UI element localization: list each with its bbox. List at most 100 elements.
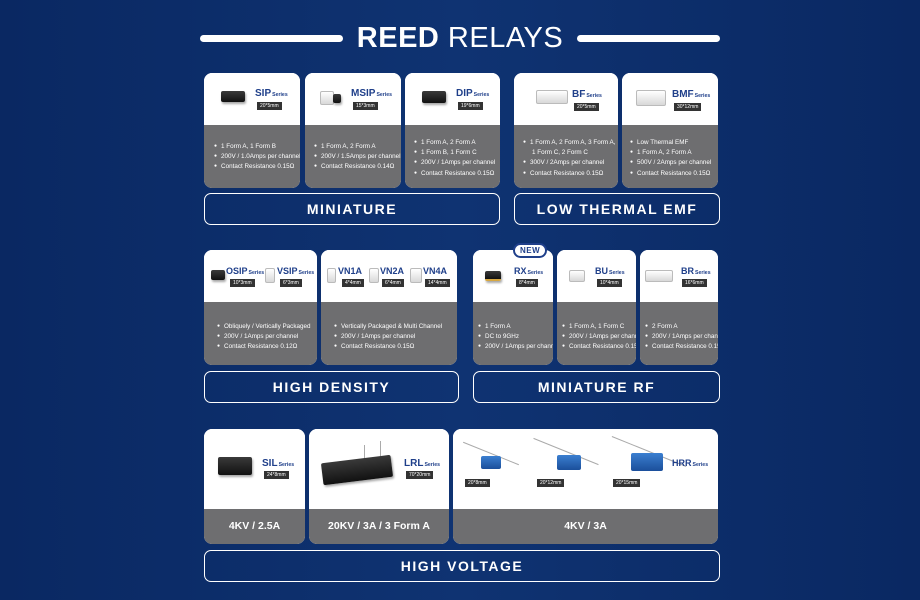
lrl-pin: [380, 441, 381, 459]
product-name-osip: OSIPSeries: [226, 266, 265, 276]
product-name-vn1a: VN1A: [338, 266, 363, 276]
product-card-lrl[interactable]: LRLSeries 70*20mm 20KV / 3A / 3 Form A: [309, 429, 449, 544]
dimension-badge-vn2a: 6*4mm: [382, 279, 404, 287]
msip-relay-image-2: [333, 94, 341, 103]
dimension-badge-medium: 20*12mm: [537, 479, 565, 487]
dimension-badge: 20*5mm: [257, 102, 282, 110]
bmf-relay-image: [636, 90, 666, 106]
spec-item: Vertically Packaged & Multi Channel: [334, 322, 457, 332]
dimension-badge-vn4a: 14*4mm: [425, 279, 450, 287]
dimension-badge: 8*4mm: [516, 279, 538, 287]
product-card-bu[interactable]: BUSeries 10*4mm 1 Form A, 1 Form C 200V …: [557, 250, 636, 365]
spec-list: 1 Form A DC to 9GHz 200V / 1Amps per cha…: [473, 302, 553, 353]
spec-item: 200V / 1Amps per channel: [478, 342, 553, 352]
page-title: REED RELAYS: [343, 22, 577, 55]
dimension-badge-osip: 10*3mm: [230, 279, 255, 287]
new-badge: NEW: [513, 243, 548, 258]
vn2a-relay-image: [369, 268, 379, 283]
spec-item: 1 Form A, 2 Form A: [314, 142, 401, 152]
spec-item: 1 Form C, 2 Form C: [532, 149, 588, 157]
title-bold: REED: [356, 21, 440, 54]
title-divider-left: [200, 34, 343, 42]
section-label-miniature: MINIATURE: [204, 193, 500, 225]
product-name: LRLSeries: [404, 458, 441, 469]
dimension-badge-small: 20*8mm: [465, 479, 490, 487]
spec-item: 1 Form A, 2 Form A: [630, 148, 718, 158]
product-name: DIPSeries: [456, 88, 490, 99]
product-card-msip[interactable]: MSIPSeries 15*3mm 1 Form A, 2 Form A 200…: [305, 73, 401, 188]
product-name: MSIPSeries: [351, 88, 393, 99]
product-card-bmf[interactable]: BMFSeries 30*12mm Low Thermal EMF 1 Form…: [622, 73, 718, 188]
product-name: BFSeries: [572, 89, 602, 100]
spec-item: 1 Form A: [478, 322, 553, 332]
spec-item: 200V / 1Amps per channel: [414, 158, 500, 168]
spec-list: 1 Form A, 1 Form B 200V / 1.0Amps per ch…: [204, 125, 300, 173]
product-card-bf[interactable]: BFSeries 20*5mm 1 Form A, 2 Form A, 3 Fo…: [514, 73, 618, 188]
spec-item: Contact Resistance 0.15Ω: [523, 169, 618, 179]
product-card-rx[interactable]: RXSeries 8*4mm 1 Form A DC to 9GHz 200V …: [473, 250, 553, 365]
hrr-relay-image-large: [631, 453, 663, 471]
spec-item: Contact Resistance 0.12Ω: [217, 342, 317, 352]
spec-list: 2 Form A 200V / 1Amps per channel Contac…: [640, 302, 718, 353]
product-card-osip-vsip[interactable]: OSIPSeries 10*3mm VSIPSeries 6*3mm Obliq…: [204, 250, 317, 365]
spec-item: 200V / 1.5Amps per channel: [314, 152, 401, 162]
product-card-vn[interactable]: VN1A 4*4mm VN2A 6*4mm VN4A 14*4mm Vertic…: [321, 250, 457, 365]
dimension-badge-vsip: 6*3mm: [280, 279, 302, 287]
spec-list: Low Thermal EMF 1 Form A, 2 Form A 500V …: [622, 125, 718, 179]
dimension-badge-vn1a: 4*4mm: [342, 279, 364, 287]
spec-list: 1 Form A, 1 Form C 200V / 1Amps per chan…: [557, 302, 636, 353]
dimension-badge: 15*3mm: [353, 102, 378, 110]
dimension-badge: 24*8mm: [264, 471, 289, 479]
br-relay-image: [645, 270, 673, 282]
product-card-sip[interactable]: SIPSeries 20*5mm 1 Form A, 1 Form B 200V…: [204, 73, 300, 188]
lrl-relay-image: [320, 454, 394, 486]
vn1a-relay-image: [327, 268, 336, 283]
spec-list: 1 Form A, 2 Form A 200V / 1.5Amps per ch…: [305, 125, 401, 173]
product-name: SIPSeries: [255, 88, 288, 99]
title-divider-right: [577, 34, 720, 42]
bf-relay-image: [536, 90, 568, 104]
product-card-sil[interactable]: SILSeries 24*8mm 4KV / 2.5A: [204, 429, 305, 544]
spec-item: 200V / 1Amps per channel: [562, 332, 636, 342]
dimension-badge: 20*5mm: [574, 103, 599, 111]
rating-text: 4KV / 3A: [564, 520, 607, 532]
spec-item: 500V / 2Amps per channel: [630, 158, 718, 168]
spec-item: 200V / 1Amps per channel: [334, 332, 457, 342]
bu-relay-image: [569, 270, 585, 282]
section-label-high-density: HIGH DENSITY: [204, 371, 459, 403]
section-label-high-voltage: HIGH VOLTAGE: [204, 550, 720, 582]
spec-list: Obliquely / Vertically Packaged 200V / 1…: [204, 302, 317, 353]
dimension-badge-large: 20*15mm: [613, 479, 641, 487]
product-name: RXSeries: [514, 266, 544, 276]
sil-relay-image: [218, 457, 252, 475]
vn4a-relay-image: [410, 268, 422, 283]
spec-item: 2 Form A: [645, 322, 718, 332]
spec-item: 300V / 2Amps per channel: [523, 158, 618, 168]
spec-item: 200V / 1Amps per channel: [217, 332, 317, 342]
product-card-hrr[interactable]: 20*8mm 20*12mm 20*15mm HRRSeries 4KV / 3…: [453, 429, 718, 544]
dimension-badge: 10*4mm: [597, 279, 622, 287]
product-name: HRRSeries: [672, 458, 709, 468]
product-name: BMFSeries: [672, 89, 711, 100]
product-name-vn4a: VN4A: [423, 266, 448, 276]
spec-item: Contact Resistance 0.15Ω: [562, 342, 636, 352]
spec-item: 1 Form B, 1 Form C: [414, 148, 500, 158]
spec-list: 1 Form A, 2 Form A 1 Form B, 1 Form C 20…: [405, 125, 500, 179]
hrr-relay-image-small: [481, 456, 501, 469]
dip-relay-image: [422, 91, 446, 103]
title-rest: RELAYS: [447, 21, 564, 54]
vsip-relay-image: [265, 268, 275, 283]
dimension-badge: 16*6mm: [682, 279, 707, 287]
product-name-vsip: VSIPSeries: [277, 266, 315, 276]
rx-relay-image: [485, 271, 501, 281]
product-card-br[interactable]: BRSeries 16*6mm 2 Form A 200V / 1Amps pe…: [640, 250, 718, 365]
spec-item: Contact Resistance 0.15Ω: [414, 169, 500, 179]
product-card-dip[interactable]: DIPSeries 19*6mm 1 Form A, 2 Form A 1 Fo…: [405, 73, 500, 188]
title-row: REED RELAYS: [200, 22, 720, 54]
spec-item: Low Thermal EMF: [630, 138, 718, 148]
product-name: BRSeries: [681, 266, 711, 276]
product-name: SILSeries: [262, 458, 295, 469]
spec-item: 1 Form A, 2 Form A: [414, 138, 500, 148]
spec-item: 1 Form A, 1 Form B: [214, 142, 300, 152]
